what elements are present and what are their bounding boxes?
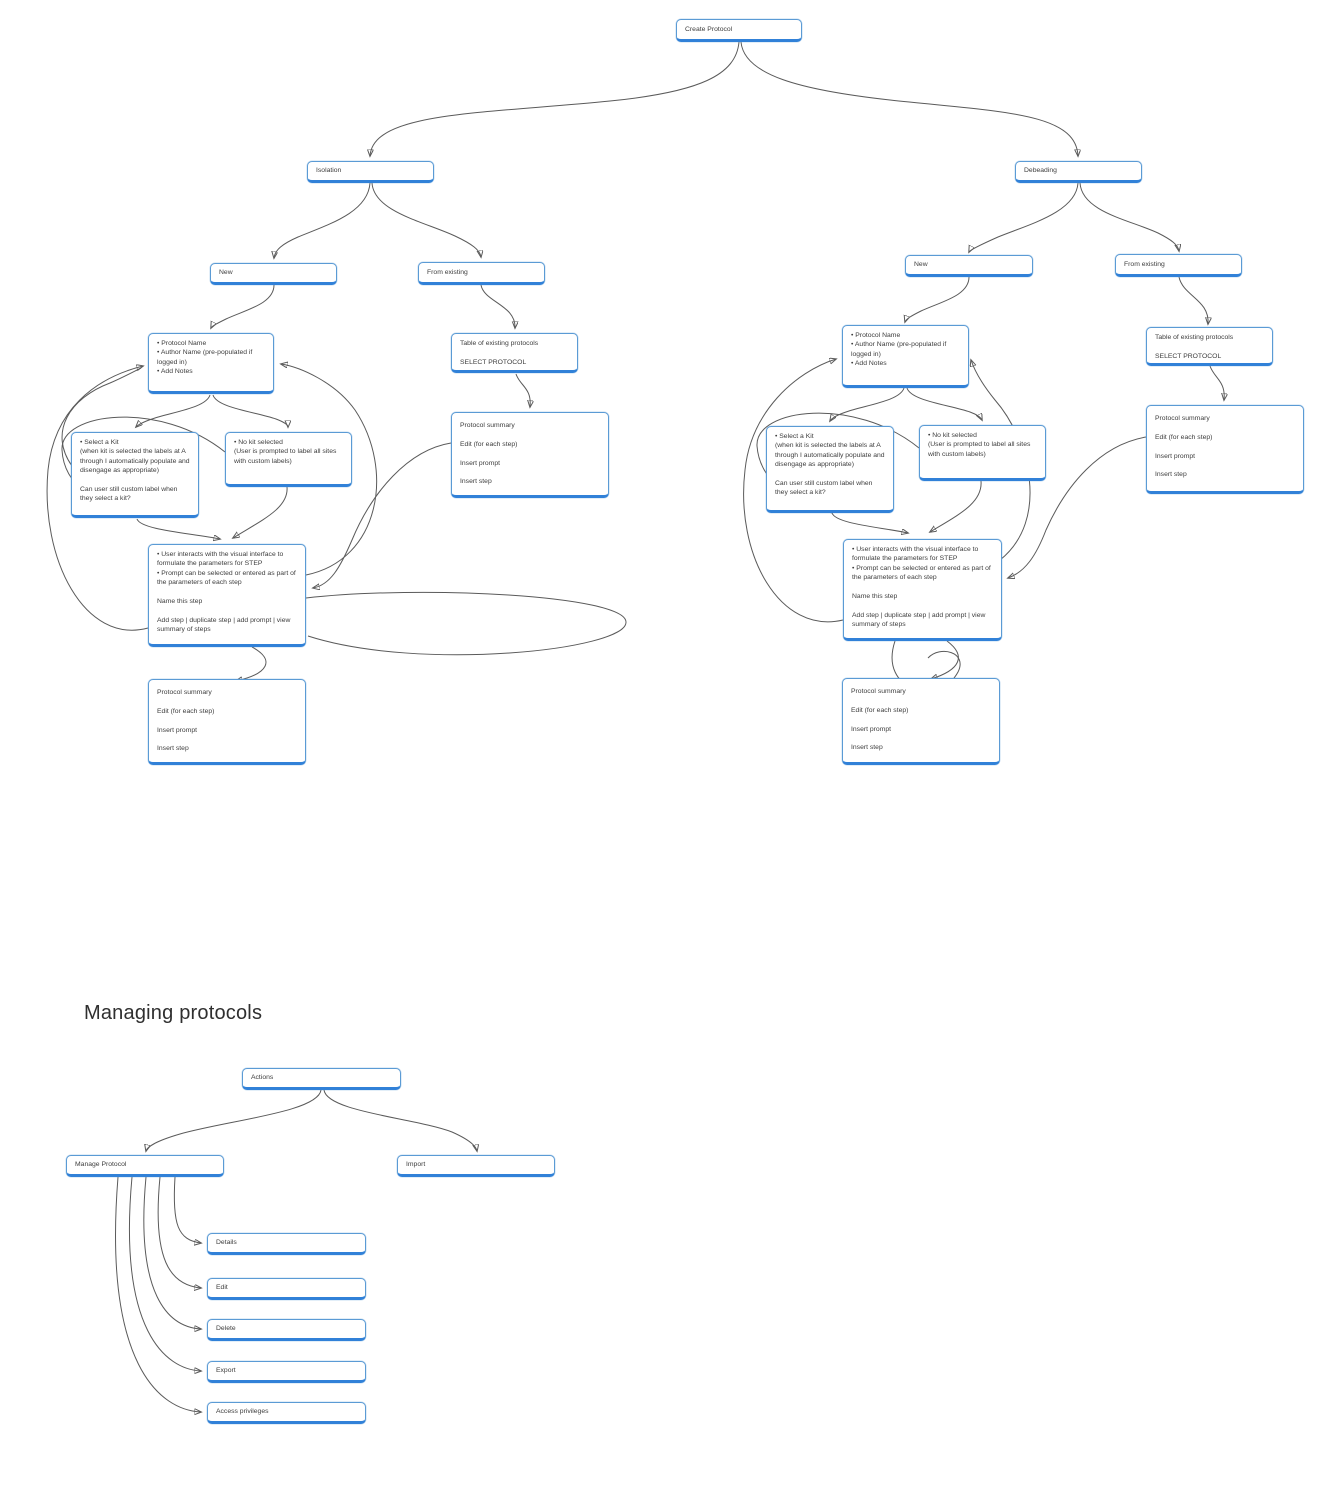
node-manage-protocol[interactable]: Manage Protocol [66,1155,224,1177]
node-isolation[interactable]: Isolation [307,161,434,183]
node-isolation-step-editor[interactable]: • User interacts with the visual interfa… [148,544,306,647]
node-debeading-summary-existing[interactable]: Protocol summary Edit (for each step) In… [1146,405,1304,494]
node-delete[interactable]: Delete [207,1319,366,1341]
node-isolation-from-existing[interactable]: From existing [418,262,545,285]
node-isolation-no-kit[interactable]: • No kit selected (User is prompted to l… [225,432,352,487]
node-details[interactable]: Details [207,1233,366,1255]
node-isolation-select-kit[interactable]: • Select a Kit (when kit is selected the… [71,432,199,518]
node-debeading-protocol-summary[interactable]: Protocol summary Edit (for each step) In… [842,678,1000,765]
section-heading-managing-protocols: Managing protocols [84,1002,263,1024]
node-export[interactable]: Export [207,1361,366,1383]
node-isolation-summary-existing[interactable]: Protocol summary Edit (for each step) In… [451,412,609,498]
node-create-protocol[interactable]: Create Protocol [676,19,802,42]
node-isolation-table-existing[interactable]: Table of existing protocols SELECT PROTO… [451,333,578,373]
node-isolation-new[interactable]: New [210,263,337,285]
node-debeading-step-editor[interactable]: • User interacts with the visual interfa… [843,539,1002,641]
node-debeading-table-existing[interactable]: Table of existing protocols SELECT PROTO… [1146,327,1273,366]
node-actions[interactable]: Actions [242,1068,401,1090]
node-access-privileges[interactable]: Access privileges [207,1402,366,1424]
node-isolation-protocol-name[interactable]: • Protocol Name • Author Name (pre-popul… [148,333,274,394]
node-debeading-no-kit[interactable]: • No kit selected (User is prompted to l… [919,425,1046,481]
node-edit[interactable]: Edit [207,1278,366,1300]
node-debeading[interactable]: Debeading [1015,161,1142,183]
node-import[interactable]: Import [397,1155,555,1177]
node-debeading-from-existing[interactable]: From existing [1115,254,1242,277]
node-debeading-select-kit[interactable]: • Select a Kit (when kit is selected the… [766,426,894,513]
node-isolation-protocol-summary[interactable]: Protocol summary Edit (for each step) In… [148,679,306,765]
node-debeading-protocol-name[interactable]: • Protocol Name • Author Name (pre-popul… [842,325,969,388]
node-debeading-new[interactable]: New [905,255,1033,277]
